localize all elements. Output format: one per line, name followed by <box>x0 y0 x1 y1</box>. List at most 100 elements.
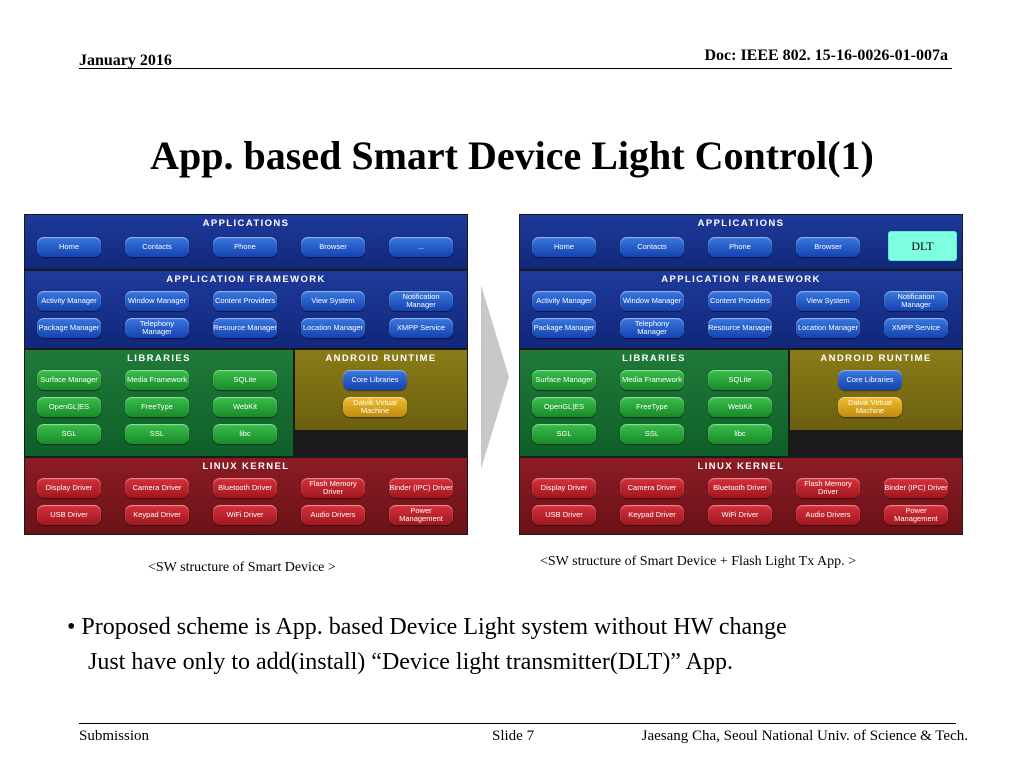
caption-left: <SW structure of Smart Device > <box>148 560 336 575</box>
header-doc-id: Doc: IEEE 802. 15-16-0026-01-007a <box>704 47 948 64</box>
framework-block: Resource Manager <box>708 318 772 338</box>
kernel-block: Keypad Driver <box>620 505 684 525</box>
libraries-layer-label: Libraries <box>622 353 686 364</box>
framework-layer: Application Framework Activity Manager W… <box>25 271 467 348</box>
framework-block: Notification Manager <box>884 291 948 311</box>
applications-layer-label: Applications <box>202 218 290 229</box>
library-block: Surface Manager <box>37 370 101 390</box>
transition-arrow <box>481 285 509 469</box>
framework-block: Activity Manager <box>532 291 596 311</box>
framework-block: Telephony Manager <box>620 318 684 338</box>
framework-layer-label: Application Framework <box>661 274 821 285</box>
applications-layer: Applications Home Contacts Phone Browser… <box>520 215 962 269</box>
runtime-layer: Android Runtime Core Libraries Dalvik Vi… <box>790 350 962 430</box>
app-block: Phone <box>708 237 772 257</box>
framework-layer-label: Application Framework <box>166 274 326 285</box>
framework-block: XMPP Service <box>884 318 948 338</box>
library-block: Media Framework <box>125 370 189 390</box>
applications-layer-label: Applications <box>697 218 785 229</box>
libraries-layer-label: Libraries <box>127 353 191 364</box>
kernel-block: Camera Driver <box>125 478 189 498</box>
framework-block: XMPP Service <box>389 318 453 338</box>
kernel-block: WiFi Driver <box>708 505 772 525</box>
library-block: SGL <box>532 424 596 444</box>
footer-slide-number: Slide 7 <box>492 728 535 744</box>
framework-block: Window Manager <box>620 291 684 311</box>
kernel-block: Binder (IPC) Driver <box>884 478 948 498</box>
libraries-layer: Libraries Surface Manager Media Framewor… <box>520 350 788 456</box>
library-block: SQLite <box>213 370 277 390</box>
app-block: Home <box>532 237 596 257</box>
runtime-block: Dalvik Virtual Machine <box>343 397 407 417</box>
library-block: FreeType <box>620 397 684 417</box>
kernel-block: Display Driver <box>532 478 596 498</box>
app-block: Home <box>37 237 101 257</box>
library-block: libc <box>708 424 772 444</box>
runtime-block: Core Libraries <box>343 370 407 390</box>
runtime-block: Core Libraries <box>838 370 902 390</box>
library-block: SQLite <box>708 370 772 390</box>
runtime-block: Dalvik Virtual Machine <box>838 397 902 417</box>
framework-block: View System <box>301 291 365 311</box>
framework-block: Activity Manager <box>37 291 101 311</box>
kernel-block: USB Driver <box>37 505 101 525</box>
app-block: Contacts <box>620 237 684 257</box>
libraries-layer: Libraries Surface Manager Media Framewor… <box>25 350 293 456</box>
kernel-block: Power Management <box>884 505 948 525</box>
bullet-line-2: Just have only to add(install) “Device l… <box>88 649 733 675</box>
header-date: January 2016 <box>79 52 172 69</box>
kernel-layer-label: Linux Kernel <box>697 461 785 472</box>
library-block: OpenGL|ES <box>37 397 101 417</box>
framework-layer: Application Framework Activity Manager W… <box>520 271 962 348</box>
kernel-layer-label: Linux Kernel <box>202 461 290 472</box>
library-block: SSL <box>125 424 189 444</box>
bullet-text: Proposed scheme is App. based Device Lig… <box>81 614 787 640</box>
app-block: Browser <box>301 237 365 257</box>
library-block: Media Framework <box>620 370 684 390</box>
kernel-block: Bluetooth Driver <box>708 478 772 498</box>
kernel-layer: Linux Kernel Display Driver Camera Drive… <box>520 458 962 534</box>
framework-block: Location Manager <box>301 318 365 338</box>
header-divider <box>79 68 952 69</box>
kernel-block: Audio Drivers <box>796 505 860 525</box>
library-block: SGL <box>37 424 101 444</box>
kernel-block: Camera Driver <box>620 478 684 498</box>
framework-block: View System <box>796 291 860 311</box>
library-block: OpenGL|ES <box>532 397 596 417</box>
library-block: WebKit <box>708 397 772 417</box>
slide-title: App. based Smart Device Light Control(1) <box>150 133 874 178</box>
footer-submission: Submission <box>79 728 150 744</box>
library-block: libc <box>213 424 277 444</box>
app-block: Browser <box>796 237 860 257</box>
kernel-block: Binder (IPC) Driver <box>389 478 453 498</box>
framework-block: Package Manager <box>37 318 101 338</box>
dlt-app-block: DLT <box>888 231 957 261</box>
framework-block: Telephony Manager <box>125 318 189 338</box>
kernel-block: Bluetooth Driver <box>213 478 277 498</box>
framework-block: Content Providers <box>213 291 277 311</box>
kernel-layer: Linux Kernel Display Driver Camera Drive… <box>25 458 467 534</box>
framework-block: Location Manager <box>796 318 860 338</box>
android-stack-diagram-with-dlt: Applications Home Contacts Phone Browser… <box>519 214 963 535</box>
kernel-block: Flash Memory Driver <box>796 478 860 498</box>
footer-divider <box>79 723 956 724</box>
library-block: WebKit <box>213 397 277 417</box>
kernel-block: WiFi Driver <box>213 505 277 525</box>
library-block: Surface Manager <box>532 370 596 390</box>
bullet-line-1: • Proposed scheme is App. based Device L… <box>67 614 787 641</box>
kernel-block: Display Driver <box>37 478 101 498</box>
kernel-block: Keypad Driver <box>125 505 189 525</box>
framework-block: Notification Manager <box>389 291 453 311</box>
runtime-layer: Android Runtime Core Libraries Dalvik Vi… <box>295 350 467 430</box>
library-block: FreeType <box>125 397 189 417</box>
footer-author: Jaesang Cha, Seoul National Univ. of Sci… <box>641 728 968 744</box>
applications-layer: Applications Home Contacts Phone Browser… <box>25 215 467 269</box>
framework-block: Package Manager <box>532 318 596 338</box>
kernel-block: Power Management <box>389 505 453 525</box>
app-block: Phone <box>213 237 277 257</box>
kernel-block: USB Driver <box>532 505 596 525</box>
kernel-block: Audio Drivers <box>301 505 365 525</box>
framework-block: Content Providers <box>708 291 772 311</box>
app-block: Contacts <box>125 237 189 257</box>
android-stack-diagram-original: Applications Home Contacts Phone Browser… <box>24 214 468 535</box>
